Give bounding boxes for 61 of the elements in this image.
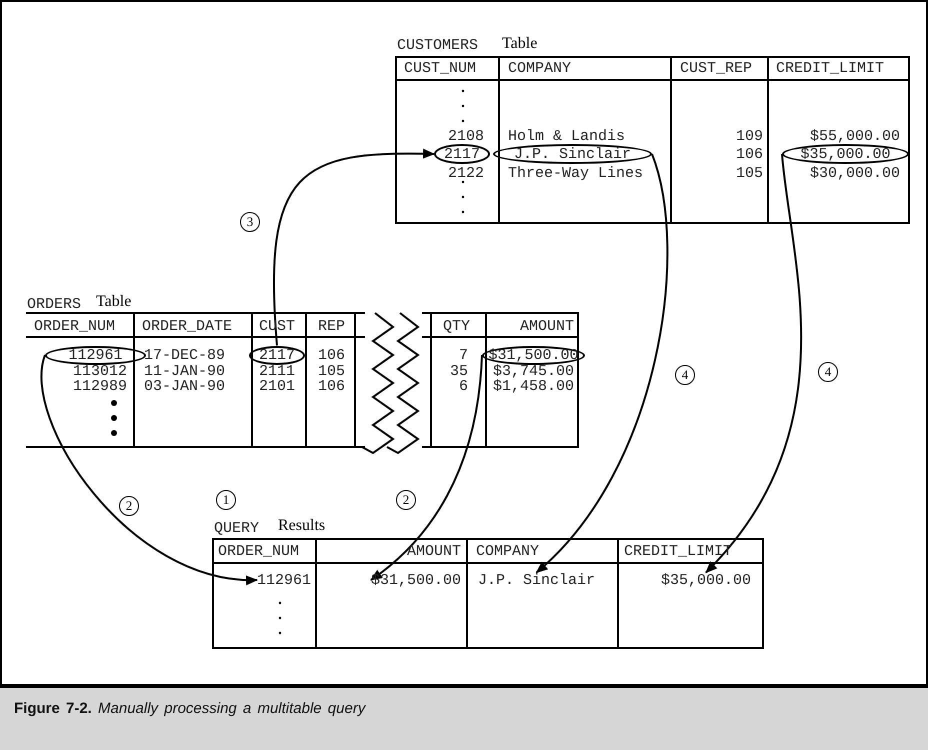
step-number: 2 (396, 490, 416, 510)
arrow (705, 154, 802, 574)
column-header: CUST_REP (680, 61, 752, 76)
table-value: 03-JAN-90 (144, 378, 226, 394)
column-header: CREDIT_LIMIT (776, 61, 884, 76)
table-value: 2101 (259, 378, 296, 394)
arrow (40, 354, 258, 584)
table-value: 6 (458, 378, 468, 394)
table-value: 106 (736, 146, 763, 162)
result-value: $31,500.00 (370, 572, 461, 588)
table-value: 2111 (259, 364, 296, 378)
step-number: 4 (675, 365, 695, 385)
table-value: $1,458.00 (492, 378, 574, 394)
column-header: COMPANY (476, 544, 540, 558)
table-word: Results (278, 518, 326, 533)
circled-value: 2117 (434, 144, 490, 164)
result-value: $35,000.00 (660, 572, 751, 588)
arrow (536, 154, 668, 574)
table-word: Table (502, 36, 538, 51)
table-word: Table (96, 294, 132, 309)
table-value: 106 (318, 348, 346, 362)
table-value: Holm & Landis (508, 128, 626, 144)
table-value: 109 (736, 128, 763, 144)
result-value: J.P. Sinclair (478, 572, 596, 588)
column-header: ORDER_NUM (218, 544, 300, 558)
arrow (273, 148, 435, 346)
table-value: 113012 (72, 364, 127, 378)
circled-value: 112961 (45, 346, 146, 364)
column-header: ORDER_DATE (142, 318, 232, 334)
step-number: 4 (818, 362, 838, 382)
table-value: Three-Way Lines (508, 166, 644, 180)
step-number: 1 (216, 490, 236, 510)
table-value: 2108 (448, 128, 484, 144)
column-header: REP (318, 318, 346, 334)
result-value: 112961 (256, 572, 311, 588)
circled-value: 2117 (249, 346, 305, 364)
step-number: 3 (240, 212, 260, 232)
table-value: 105 (318, 364, 346, 378)
table-value: 7 (458, 348, 468, 362)
column-header: CUST_NUM (404, 61, 476, 76)
column-header: AMOUNT (406, 544, 461, 558)
table-value: 2122 (448, 166, 484, 180)
table-value: 17-DEC-89 (144, 348, 226, 362)
table-value: 112989 (72, 378, 127, 394)
circled-value: $35,000.00 (782, 144, 909, 164)
table-value: 35 (450, 364, 468, 378)
circled-value: J.P. Sinclair (493, 144, 652, 164)
column-header: QTY (443, 318, 470, 334)
table-name: CUSTOMERS (397, 38, 478, 53)
table-value: $3,745.00 (492, 364, 574, 378)
arrow (370, 354, 483, 581)
column-header: COMPANY (508, 61, 572, 76)
column-header: AMOUNT (520, 318, 574, 334)
column-header: ORDER_NUM (34, 318, 116, 334)
figure-caption: Figure 7-2. Manually processing a multitable query (14, 700, 366, 717)
table-value: 105 (736, 166, 763, 180)
table-value: 11-JAN-90 (144, 364, 226, 378)
table-name: QUERY (214, 521, 260, 536)
table-name: ORDERS (27, 297, 82, 312)
step-number: 2 (119, 496, 139, 516)
table-value: 106 (318, 378, 346, 394)
